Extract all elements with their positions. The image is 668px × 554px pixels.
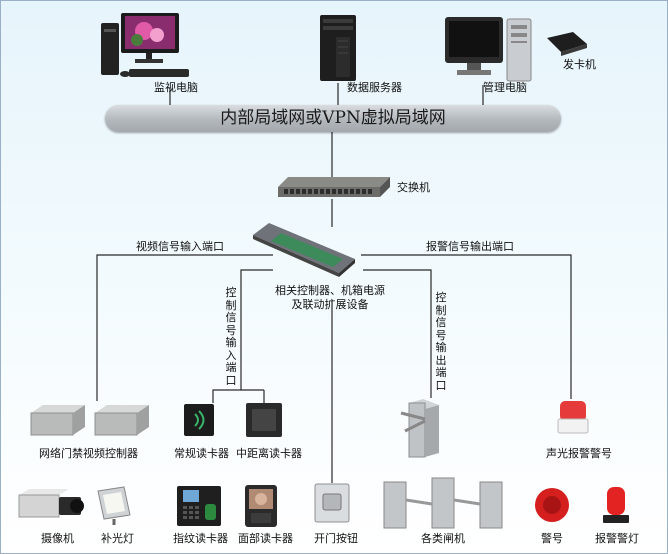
siren-icon bbox=[535, 488, 569, 522]
face-reader-label: 面部读卡器 bbox=[238, 532, 293, 545]
face-reader-icon bbox=[245, 485, 277, 527]
alarm-output-port-label: 报警信号输出端口 bbox=[426, 240, 514, 253]
fill-light-label: 补光灯 bbox=[101, 532, 134, 545]
siren-label: 警号 bbox=[541, 532, 563, 545]
gates bbox=[382, 474, 512, 530]
monitor-pc bbox=[99, 11, 199, 81]
exit-button bbox=[313, 482, 351, 524]
mid-range-reader bbox=[244, 401, 284, 439]
switch-icon bbox=[278, 177, 390, 197]
db-server bbox=[318, 13, 358, 83]
server-icon bbox=[320, 15, 356, 81]
monitor-pc-icon bbox=[101, 13, 189, 77]
exit-button-icon bbox=[314, 483, 350, 523]
video-controller-icon bbox=[30, 405, 149, 436]
network-video-controller bbox=[27, 401, 153, 441]
audio-visual-alarm-label: 声光报警警号 bbox=[546, 447, 612, 460]
admin-pc-label: 管理电脑 bbox=[483, 81, 527, 94]
controller-caption: 相关控制器、机箱电源及联动扩展设备 bbox=[275, 284, 385, 311]
fill-light bbox=[94, 485, 134, 525]
admin-pc-icon bbox=[445, 17, 532, 82]
network-switch bbox=[278, 173, 390, 201]
controller-box bbox=[251, 221, 361, 277]
audio-visual-alarm bbox=[556, 399, 590, 437]
card-issuer-label: 发卡机 bbox=[563, 58, 596, 71]
card-issuer bbox=[543, 30, 589, 58]
mid-range-reader-label: 中距离读卡器 bbox=[236, 447, 302, 460]
network-banner: 内部局域网或VPN虚拟局域网 bbox=[105, 105, 561, 132]
admin-pc bbox=[443, 15, 533, 85]
line-control-input bbox=[212, 269, 273, 403]
face-reader bbox=[243, 483, 279, 529]
video-input-port-label: 视频信号输入端口 bbox=[136, 240, 224, 253]
gate-turnstiles-icon bbox=[383, 477, 503, 529]
network-video-controller-label: 网络门禁视频控制器 bbox=[39, 447, 138, 460]
controller-box-icon bbox=[253, 223, 355, 277]
tripod-turnstile bbox=[399, 397, 449, 459]
fingerprint-reader-icon bbox=[177, 486, 221, 526]
control-output-port-label: 控制信号输出端口 bbox=[435, 291, 447, 392]
card-reader-icon bbox=[184, 404, 214, 436]
line-control-output bbox=[363, 269, 432, 398]
fingerprint-reader-label: 指纹读卡器 bbox=[173, 532, 228, 545]
fill-light-icon bbox=[97, 486, 131, 525]
siren bbox=[532, 485, 572, 525]
switch-label: 交换机 bbox=[397, 181, 430, 194]
line-alarm-output bbox=[361, 254, 572, 399]
camera-icon bbox=[18, 489, 84, 518]
standard-reader-label: 常规读卡器 bbox=[174, 447, 229, 460]
alarm-siren-icon bbox=[557, 401, 589, 434]
line-video-input bbox=[96, 254, 273, 401]
exit-button-label: 开门按钮 bbox=[314, 532, 358, 545]
card-reader-icon bbox=[547, 32, 587, 56]
camera-label: 摄像机 bbox=[41, 532, 74, 545]
gates-label: 各类闸机 bbox=[421, 532, 465, 545]
db-server-label: 数据服务器 bbox=[347, 81, 402, 94]
monitor-pc-label: 监视电脑 bbox=[154, 81, 198, 94]
standard-reader bbox=[182, 402, 216, 438]
alarm-light-icon bbox=[603, 487, 629, 523]
camera bbox=[15, 487, 85, 523]
turnstile-icon bbox=[400, 399, 439, 458]
fingerprint-reader bbox=[175, 484, 223, 528]
alarm-light-label: 报警警灯 bbox=[595, 532, 639, 545]
mid-range-reader-icon bbox=[246, 403, 282, 437]
control-input-port-label: 控制信号输入端口 bbox=[225, 286, 237, 387]
alarm-light bbox=[601, 485, 631, 527]
